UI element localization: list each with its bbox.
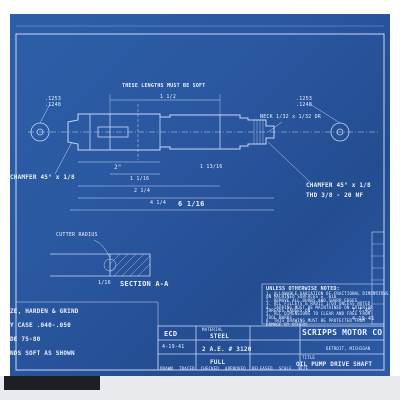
title-date: 4-19-41 xyxy=(162,344,185,350)
title-row-labels: DRAWN TRACED CHECKED APPROVED RELEASED S… xyxy=(160,366,308,371)
dim-2in: 2" xyxy=(114,164,122,171)
section-note-cutter: CUTTER RADIUS xyxy=(56,232,98,238)
dim-overall-length: 6 1/16 xyxy=(178,200,205,208)
notes-title: UNLESS OTHERWISE NOTED: xyxy=(266,286,340,292)
row-label: APPROVED xyxy=(224,366,246,371)
note-line: 5. ALL DIMENSIONS TO CLEAR AND FREE FROM xyxy=(266,311,371,317)
dim-chamfer-left: CHAMFER 45° x 1/8 xyxy=(10,174,75,181)
heat-treat-line: DE 75-80 xyxy=(10,336,41,343)
revision-date: 7-7-45 xyxy=(352,308,372,314)
row-label: RELEASED xyxy=(251,366,273,371)
dim-1-1-2: 1 1/2 xyxy=(160,94,177,100)
dim-left-dia-2: .1248 xyxy=(45,102,62,108)
revision-column xyxy=(371,231,385,325)
row-label: CHECKED xyxy=(200,366,219,371)
company-city: DETROIT, MICHIGAN xyxy=(326,346,371,351)
section-hatch xyxy=(109,253,151,277)
section-dim: 1/16 xyxy=(98,280,111,286)
cross-slot xyxy=(97,126,129,138)
company-name: SCRIPPS MOTOR CO xyxy=(302,328,383,337)
dim-1-1-16: 1 1/16 xyxy=(130,176,150,182)
row-label: SIZE xyxy=(297,366,309,371)
dim-1-13-16: 1 13/16 xyxy=(200,164,223,170)
title-scale: FULL xyxy=(210,359,226,366)
note-line: TOOL MARKS xyxy=(266,314,293,320)
dim-chamfer-right: CHAMFER 45° x 1/8 xyxy=(306,182,371,189)
general-notes: UNLESS OTHERWISE NOTED: 1. ALLOWABLE VAR… xyxy=(266,286,389,326)
dim-right-dia-2: .1248 xyxy=(296,102,313,108)
heat-treat-line: ZE, HARDEN & GRIND xyxy=(10,308,79,315)
binder-strip xyxy=(4,376,100,390)
dim-thread: THD 3/8 - 20 NF xyxy=(306,192,364,199)
note-line: 6. THIS DRAWING MUST BE PROTECTED FROM xyxy=(266,318,366,324)
note-line: DAMAGE BY OTHERS xyxy=(266,321,308,327)
blueprint-sheet: THESE LENGTHS MUST BE SOFT .1253 .1248 .… xyxy=(10,14,390,376)
dim-2-1-4: 2 1/4 xyxy=(134,188,151,194)
dim-right-dia-1: .1253 xyxy=(296,96,313,102)
heat-treat-line: Y CASE .040-.050 xyxy=(10,322,71,329)
dim-left-dia-1: .1253 xyxy=(45,96,62,102)
section-view-body xyxy=(50,253,151,277)
note-line: 1. ALLOWABLE VARIATION OF FRACTIONAL DIM… xyxy=(266,291,389,296)
note-line: ON MACHINED SURFACES ± .010 xyxy=(266,294,337,300)
title-material: STEEL xyxy=(210,333,230,340)
note-line: 3. ALL FILLETS & RADII 1/64 UNLESS NOTED xyxy=(266,301,371,307)
section-label: SECTION A-A xyxy=(120,280,169,288)
dim-neck: NECK 1/32 x 1/32 DR xyxy=(260,114,321,120)
dim-4-1-4: 4 1/4 xyxy=(150,200,167,206)
note-soft-lengths: THESE LENGTHS MUST BE SOFT xyxy=(122,83,206,89)
row-label: TRACED xyxy=(179,366,195,371)
title-stock: 2 A.E. # 3120 xyxy=(202,346,252,353)
title-label: TITLE xyxy=(302,355,316,360)
drawing-title: OIL PUMP DRIVE SHAFT xyxy=(296,361,373,368)
revision-date: 4-19-41 xyxy=(352,316,375,322)
blueprint-linework xyxy=(15,25,385,371)
heat-treat-line: NDS SOFT AS SHOWN xyxy=(10,350,75,357)
title-material-label: MATERIAL xyxy=(202,327,223,332)
row-label: SCALE xyxy=(278,366,292,371)
note-line: THREADS GAUGES ON xyxy=(266,308,311,314)
title-drawn-by: ECD xyxy=(164,330,178,338)
row-label: DRAWN xyxy=(160,366,174,371)
note-line: 2. REMOVE ALL BURRS AND SHARP EDGES xyxy=(266,297,358,303)
note-line: 4. TAPPING MUST BE MAINTAINED ON EXTERIO… xyxy=(266,304,373,310)
